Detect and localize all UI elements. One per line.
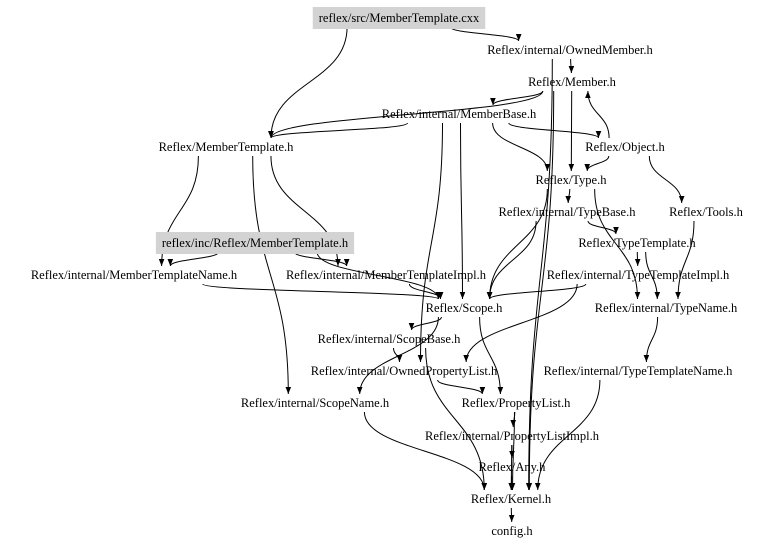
node-scope-name[interactable]: Reflex/internal/ScopeName.h	[241, 396, 390, 410]
node-label: Reflex/Type.h	[536, 173, 608, 187]
node-type-template[interactable]: Reflex/TypeTemplate.h	[578, 236, 696, 250]
edge-type-to-type-name	[594, 188, 641, 300]
node-tools[interactable]: Reflex/Tools.h	[669, 205, 744, 219]
node-tt-impl[interactable]: Reflex/internal/TypeTemplateImpl.h	[547, 268, 730, 282]
node-label: config.h	[491, 524, 533, 538]
node-owned-pl[interactable]: Reflex/internal/OwnedPropertyList.h	[311, 364, 498, 378]
edge-scope-base-to-owned-pl	[393, 347, 403, 363]
node-label: Reflex/internal/MemberTemplateName.h	[31, 268, 238, 282]
node-tt-name[interactable]: Reflex/internal/TypeTemplateName.h	[544, 364, 734, 378]
edge-scope-name-to-kernel	[363, 411, 488, 491]
edge-inc-mt-to-scope	[316, 251, 442, 300]
node-label: Reflex/internal/TypeTemplateImpl.h	[547, 268, 730, 282]
node-type-name[interactable]: Reflex/internal/TypeName.h	[595, 301, 738, 315]
edge-inc-mt-to-mt-name	[167, 251, 220, 267]
node-label: Reflex/Any.h	[479, 460, 547, 474]
node-member[interactable]: Reflex/Member.h	[528, 75, 617, 89]
node-label: Reflex/internal/TypeTemplateName.h	[544, 364, 734, 378]
edge-member-template-to-scope-name	[252, 155, 292, 395]
node-member-base[interactable]: Reflex/internal/MemberBase.h	[382, 107, 537, 121]
edge-scope-base-to-kernel	[425, 347, 488, 491]
edge-type-to-scope	[486, 188, 548, 300]
edge-object-to-member	[585, 90, 610, 139]
node-label: Reflex/internal/ScopeName.h	[241, 396, 390, 410]
node-property-list[interactable]: Reflex/PropertyList.h	[462, 396, 571, 410]
edge-scope-to-scope-base	[408, 316, 442, 331]
node-object[interactable]: Reflex/Object.h	[585, 140, 665, 154]
node-label: Reflex/Kernel.h	[471, 492, 552, 506]
edge-type-name-to-tt-name	[643, 316, 659, 363]
edge-member-base-to-type	[492, 122, 551, 172]
edge-type-template-to-type-name	[645, 251, 661, 300]
node-label: Reflex/MemberTemplate.h	[159, 140, 295, 154]
node-label: Reflex/internal/MemberTemplateImpl.h	[286, 268, 487, 282]
node-pl-impl[interactable]: Reflex/internal/PropertyListImpl.h	[425, 429, 600, 443]
highlight-box	[155, 232, 355, 254]
node-mt-impl[interactable]: Reflex/internal/MemberTemplateImpl.h	[286, 268, 487, 282]
node-label: Reflex/internal/PropertyListImpl.h	[425, 429, 600, 443]
node-label: Reflex/internal/TypeName.h	[595, 301, 738, 315]
node-label: Reflex/Tools.h	[669, 205, 744, 219]
node-label: Reflex/internal/OwnedMember.h	[487, 43, 653, 57]
edge-member-base-to-member-template	[268, 122, 409, 139]
nodes-layer: reflex/src/MemberTemplate.cxxReflex/inte…	[31, 7, 744, 538]
node-src-mt[interactable]: reflex/src/MemberTemplate.cxx	[312, 7, 486, 29]
node-member-template[interactable]: Reflex/MemberTemplate.h	[159, 140, 295, 154]
edge-member-base-to-owned-pl	[417, 122, 443, 363]
node-label: Reflex/internal/TypeBase.h	[499, 205, 637, 219]
edge-owned-pl-to-property-list	[437, 379, 486, 395]
node-label: reflex/inc/Reflex/MemberTemplate.h	[162, 236, 349, 250]
node-type-base[interactable]: Reflex/internal/TypeBase.h	[499, 205, 637, 219]
edge-member-base-to-scope	[459, 122, 466, 300]
node-mt-name[interactable]: Reflex/internal/MemberTemplateName.h	[31, 268, 238, 282]
node-label: Reflex/Object.h	[585, 140, 665, 154]
node-label: Reflex/internal/MemberBase.h	[382, 107, 537, 121]
edge-inc-mt-to-mt-impl	[293, 251, 350, 267]
edge-type-to-type-base	[565, 188, 572, 204]
node-any[interactable]: Reflex/Any.h	[479, 460, 547, 474]
edge-object-to-tools	[648, 155, 685, 204]
edges-layer	[158, 26, 695, 523]
node-config[interactable]: config.h	[491, 524, 533, 538]
edge-src-mt-to-member-template	[268, 26, 348, 139]
edge-object-to-type	[584, 155, 610, 172]
node-label: reflex/src/MemberTemplate.cxx	[319, 11, 480, 25]
node-scope[interactable]: Reflex/Scope.h	[426, 301, 503, 315]
node-scope-base[interactable]: Reflex/internal/ScopeBase.h	[318, 332, 461, 346]
edge-owned-member-to-member	[568, 58, 575, 74]
edge-member-to-member-template	[268, 90, 544, 139]
edge-scope-to-scope-name	[356, 316, 439, 395]
node-kernel[interactable]: Reflex/Kernel.h	[471, 492, 552, 506]
node-label: Reflex/internal/ScopeBase.h	[318, 332, 461, 346]
edge-member-base-to-object	[508, 122, 602, 139]
edge-type-base-to-type-template	[587, 220, 619, 235]
edge-src-mt-to-owned-member	[449, 26, 522, 42]
edge-owned-member-to-kernel	[525, 58, 553, 491]
edge-mt-impl-to-scope	[408, 283, 444, 300]
node-owned-member[interactable]: Reflex/internal/OwnedMember.h	[487, 43, 653, 57]
edge-tools-to-type-name	[675, 220, 695, 300]
edge-tt-impl-to-scope	[486, 283, 587, 300]
edge-scope-to-property-list	[479, 316, 504, 395]
edge-member-to-kernel	[526, 90, 555, 491]
node-label: Reflex/Member.h	[528, 75, 617, 89]
node-label: Reflex/internal/OwnedPropertyList.h	[311, 364, 498, 378]
node-label: Reflex/Scope.h	[426, 301, 503, 315]
edge-mt-name-to-scope	[202, 283, 442, 300]
edge-tt-name-to-kernel	[534, 379, 601, 491]
node-label: Reflex/PropertyList.h	[462, 396, 571, 410]
edge-member-to-member-base	[490, 90, 544, 106]
edge-tt-impl-to-owned-pl	[463, 283, 578, 363]
node-label: Reflex/TypeTemplate.h	[578, 236, 696, 250]
edge-type-base-to-scope	[486, 220, 537, 300]
node-inc-mt[interactable]: reflex/inc/Reflex/MemberTemplate.h	[155, 232, 355, 254]
node-type[interactable]: Reflex/Type.h	[536, 173, 608, 187]
highlight-box	[312, 7, 486, 29]
